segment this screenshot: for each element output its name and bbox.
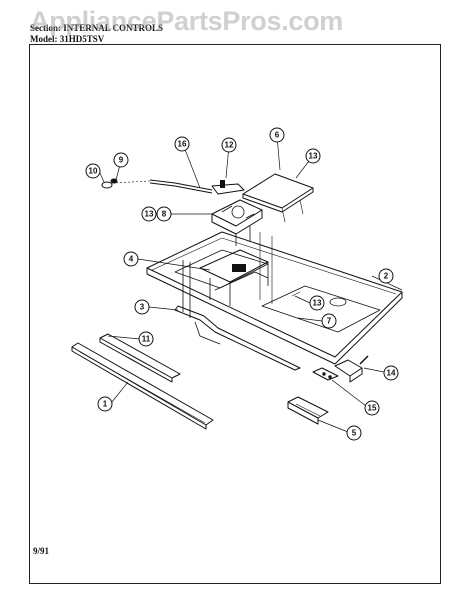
svg-text:9: 9: [119, 156, 124, 165]
callout-6: 6: [269, 127, 285, 143]
leader-lines: [98, 135, 403, 433]
front-strip-part: [71, 342, 214, 430]
callout-11: 11: [138, 331, 154, 347]
callout-7: 7: [321, 313, 337, 329]
cooktop-panel-part: [146, 231, 403, 365]
svg-text:7: 7: [327, 317, 332, 326]
svg-text:2: 2: [384, 272, 389, 281]
diagram-frame: [29, 44, 441, 584]
callout-2: 2: [378, 268, 394, 284]
svg-text:1: 1: [103, 400, 108, 409]
svg-text:15: 15: [368, 404, 377, 413]
svg-text:5: 5: [352, 429, 357, 438]
svg-text:6: 6: [275, 131, 280, 140]
section-title: Section: INTERNAL CONTROLS: [30, 23, 164, 33]
callout-8: 8: [156, 206, 172, 222]
svg-text:16: 16: [178, 140, 187, 149]
control-bracket-part: [199, 249, 269, 306]
model-title: Model: 31HD5TSV: [30, 34, 105, 44]
callout-5: 5: [346, 425, 362, 441]
svg-text:13: 13: [309, 152, 318, 161]
infinite-switch-part: [211, 199, 263, 246]
callout-4: 4: [123, 251, 139, 267]
revision-date: 9/91: [33, 546, 50, 556]
callout-3: 3: [134, 299, 150, 315]
svg-text:12: 12: [225, 141, 234, 150]
callout-layer: 10 9 16 12 6 13 13 8: [85, 127, 399, 441]
callout-13-mid: 13: [141, 206, 157, 222]
trim-strip-part: [99, 333, 181, 383]
svg-text:11: 11: [142, 335, 151, 344]
callout-10: 10: [85, 163, 101, 179]
terminal-block-part: [312, 367, 339, 381]
front-trim-part: [174, 305, 301, 371]
conduit-tube-part: [149, 179, 245, 195]
svg-text:14: 14: [387, 369, 396, 378]
svg-text:13: 13: [145, 210, 154, 219]
heat-shield-part: [242, 173, 314, 223]
callout-1: 1: [97, 396, 113, 412]
callout-12: 12: [221, 137, 237, 153]
switch-bracket-part: [334, 355, 369, 383]
svg-text:10: 10: [89, 167, 98, 176]
callout-13-top: 13: [305, 148, 321, 164]
callout-15: 15: [364, 400, 380, 416]
callout-13-bottom: 13: [309, 295, 325, 311]
mounting-bracket-part: [287, 396, 329, 425]
callout-16: 16: [174, 136, 190, 152]
svg-text:4: 4: [129, 255, 134, 264]
svg-text:8: 8: [162, 210, 167, 219]
callout-14: 14: [383, 365, 399, 381]
svg-text:13: 13: [313, 299, 322, 308]
svg-text:3: 3: [140, 303, 145, 312]
callout-9: 9: [113, 152, 129, 168]
